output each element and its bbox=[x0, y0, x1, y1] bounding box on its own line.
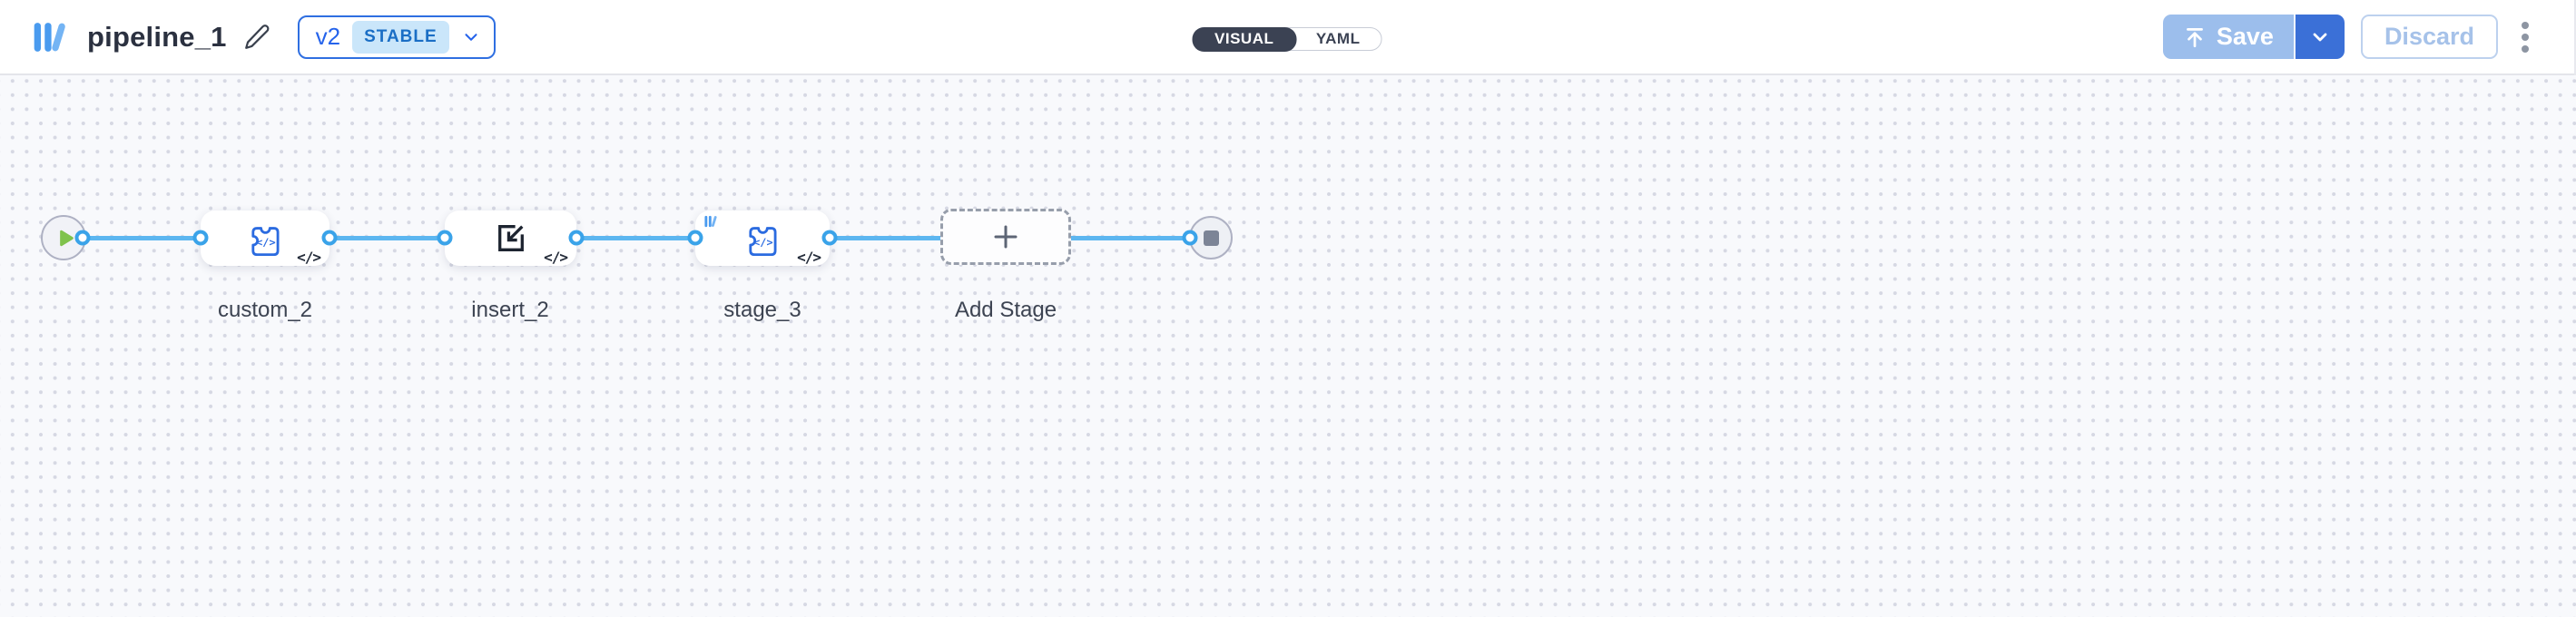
pipeline-mini-logo-icon bbox=[703, 214, 719, 229]
discard-button[interactable]: Discard bbox=[2360, 15, 2498, 59]
tab-visual[interactable]: VISUAL bbox=[1192, 26, 1297, 52]
view-mode-toggle: VISUAL YAML bbox=[1192, 26, 1382, 52]
pencil-icon[interactable] bbox=[241, 21, 274, 54]
save-split-button: Save bbox=[2162, 15, 2345, 59]
stage-label-stage3: stage_3 bbox=[723, 298, 801, 322]
pipeline-title: pipeline_1 bbox=[87, 20, 227, 53]
port-stage3-in[interactable] bbox=[687, 230, 703, 246]
port-insert2-out[interactable] bbox=[568, 230, 585, 246]
kebab-menu-icon[interactable] bbox=[2514, 16, 2536, 58]
svg-text:</>: </> bbox=[753, 235, 772, 248]
port-insert2-in[interactable] bbox=[437, 230, 453, 246]
port-start-out[interactable] bbox=[74, 230, 91, 246]
code-badge: </> bbox=[544, 249, 568, 266]
status-badge: STABLE bbox=[352, 20, 449, 54]
edge-stage3-addstage bbox=[830, 236, 940, 240]
plus-icon bbox=[989, 220, 1022, 253]
import-icon bbox=[492, 220, 529, 257]
tab-yaml[interactable]: YAML bbox=[1315, 30, 1361, 47]
code-badge: </> bbox=[297, 249, 321, 266]
play-icon bbox=[53, 226, 77, 250]
version-selector[interactable]: v2 STABLE bbox=[297, 15, 496, 59]
save-button[interactable]: Save bbox=[2162, 15, 2296, 59]
save-button-label: Save bbox=[2216, 23, 2274, 50]
edge-start-custom2 bbox=[83, 236, 201, 240]
add-stage-button[interactable] bbox=[940, 209, 1071, 265]
stage-label-insert2: insert_2 bbox=[471, 298, 549, 322]
port-stage3-out[interactable] bbox=[821, 230, 838, 246]
edge-insert2-stage3 bbox=[576, 236, 695, 240]
app-logo-icon[interactable] bbox=[31, 19, 71, 55]
chevron-down-icon bbox=[2309, 26, 2331, 48]
upload-arrow-icon bbox=[2183, 25, 2207, 49]
svg-text:</>: </> bbox=[256, 235, 275, 248]
puzzle-code-icon: </> bbox=[244, 219, 286, 259]
port-end-in[interactable] bbox=[1182, 230, 1198, 246]
pipeline-canvas[interactable]: </> </> custom_2 </> insert_2 bbox=[0, 75, 2576, 617]
header-bar: pipeline_1 v2 STABLE VISUAL YAML bbox=[0, 0, 2574, 75]
edge-custom2-insert2 bbox=[329, 236, 445, 240]
stage-node-insert2[interactable]: </> bbox=[445, 211, 576, 266]
stage-node-custom2[interactable]: </> </> bbox=[201, 211, 329, 266]
stage-label-custom2: custom_2 bbox=[217, 298, 313, 322]
add-stage-label: Add Stage bbox=[954, 298, 1057, 322]
stage-node-stage3[interactable]: </> </> bbox=[695, 211, 830, 266]
header-actions: Save Discard bbox=[2162, 15, 2536, 59]
port-custom2-in[interactable] bbox=[192, 230, 209, 246]
puzzle-code-icon: </> bbox=[742, 219, 783, 259]
save-options-button[interactable] bbox=[2295, 15, 2345, 59]
stop-icon bbox=[1203, 230, 1219, 246]
port-custom2-out[interactable] bbox=[321, 230, 338, 246]
version-label: v2 bbox=[315, 23, 341, 50]
code-badge: </> bbox=[797, 249, 821, 266]
edge-addstage-end bbox=[1071, 236, 1190, 240]
chevron-down-icon bbox=[461, 27, 481, 47]
